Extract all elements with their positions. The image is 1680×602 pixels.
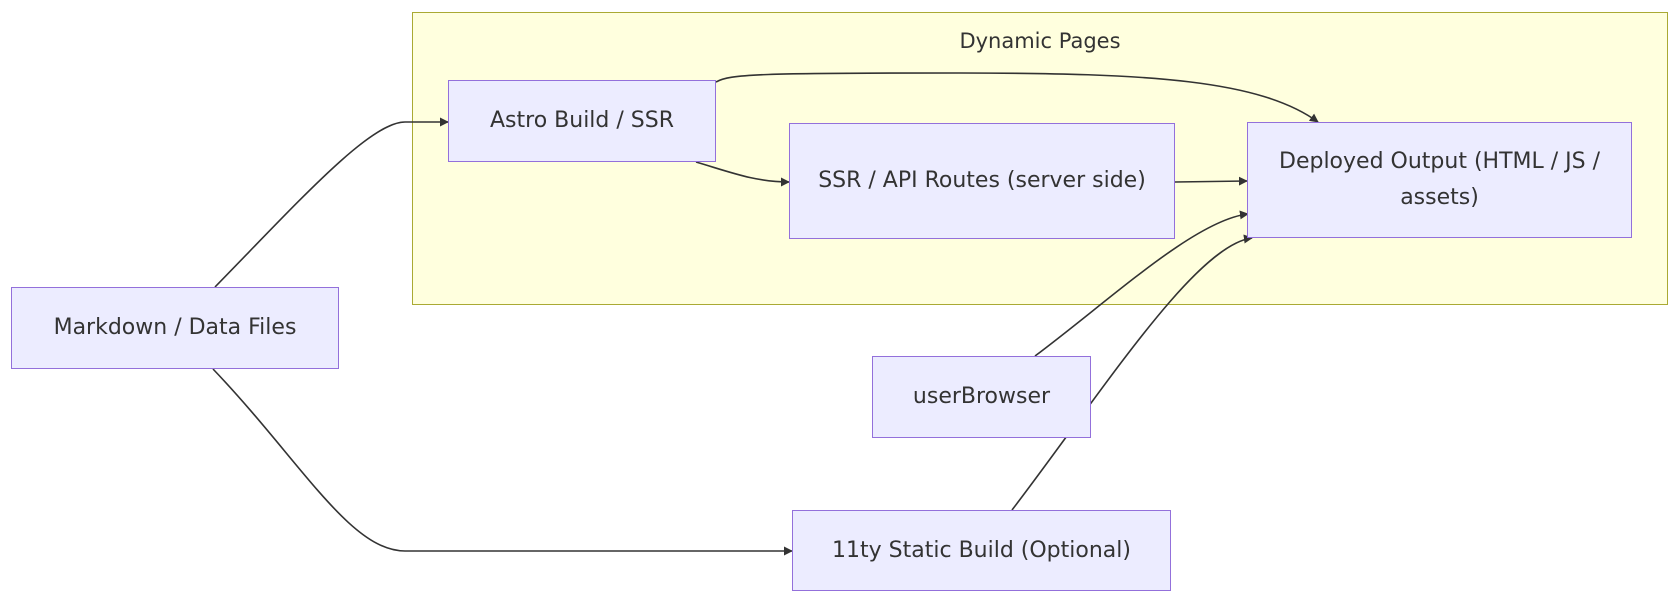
node-astro-build[interactable]: Astro Build / SSR <box>448 80 716 162</box>
edge-astro-to-deployed <box>715 72 1319 123</box>
node-deployed-output[interactable]: Deployed Output (HTML / JS / assets) <box>1247 122 1632 238</box>
node-user-browser[interactable]: userBrowser <box>872 356 1091 438</box>
edge-eleventy-to-deployed <box>1011 234 1253 511</box>
node-astro-build-label: Astro Build / SSR <box>490 108 674 133</box>
edge-browser-to-deployed <box>1034 210 1249 357</box>
edge-markdown-to-eleventy <box>212 368 793 556</box>
node-11ty-static-build-label: 11ty Static Build (Optional) <box>832 537 1131 563</box>
edge-ssr-to-deployed <box>1174 176 1248 186</box>
edge-astro-to-ssr <box>695 161 790 187</box>
node-11ty-static-build[interactable]: 11ty Static Build (Optional) <box>792 510 1171 591</box>
node-user-browser-label: userBrowser <box>912 384 1051 409</box>
node-ssr-api-routes-label: SSR / API Routes (server side) <box>818 168 1146 193</box>
node-deployed-output-label: Deployed Output (HTML / JS / assets) <box>1279 149 1600 210</box>
node-markdown-data-files[interactable]: Markdown / Data Files <box>11 287 339 369</box>
node-markdown-data-files-label: Markdown / Data Files <box>53 315 297 340</box>
edge-markdown-to-astro <box>214 117 449 288</box>
node-ssr-api-routes[interactable]: SSR / API Routes (server side) <box>789 123 1175 239</box>
cluster-title: Dynamic Pages <box>959 29 1121 53</box>
